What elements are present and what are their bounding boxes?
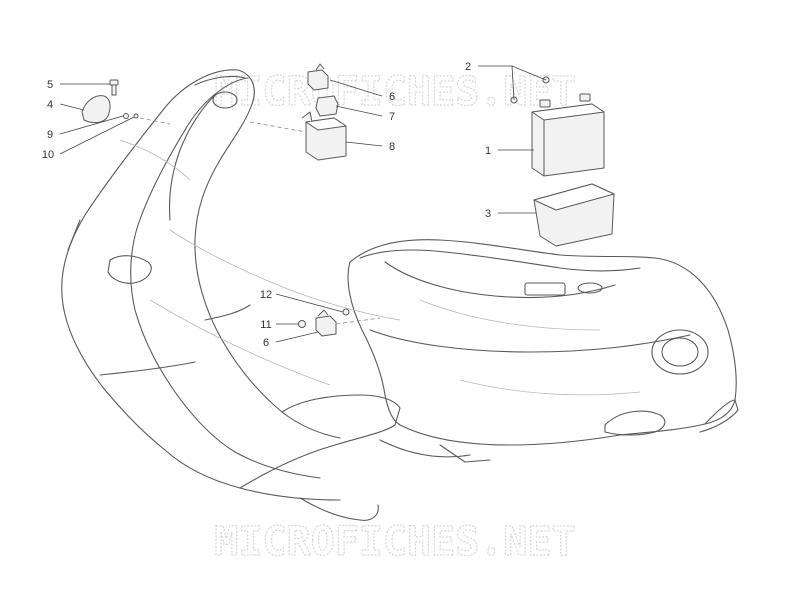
leader-6b <box>275 331 319 343</box>
hidden-line-5 <box>119 139 191 181</box>
leader-6a <box>329 79 383 97</box>
relay-bracket <box>315 95 339 117</box>
floor-tunnel <box>281 394 401 413</box>
hidden-line-1 <box>169 229 401 321</box>
hidden-line-4 <box>459 379 641 396</box>
relay-upper <box>307 63 329 91</box>
parts <box>81 63 615 337</box>
leader-7 <box>335 105 383 117</box>
watermark-bottom: MICROFICHES.NET <box>214 519 575 565</box>
washer-9 <box>123 113 129 119</box>
callout-10: 10 <box>42 149 54 161</box>
callout-9: 9 <box>47 129 53 141</box>
shield-side-edge <box>67 219 81 251</box>
floorboard <box>239 407 401 489</box>
callout-6-lower: 6 <box>263 337 269 349</box>
battery-terminal-a <box>539 99 551 108</box>
relay-lower <box>315 309 337 337</box>
washer-10 <box>133 113 139 119</box>
seat-compartment-rim <box>359 249 641 272</box>
neck-panel-line <box>204 304 251 321</box>
headset-opening <box>212 91 238 109</box>
relay-lower-tab <box>317 309 329 317</box>
connector-block-top <box>305 117 347 131</box>
callout-8: 8 <box>389 141 395 153</box>
seat-compartment-inner <box>384 261 616 299</box>
headset-top <box>194 75 246 86</box>
shield-front-detail <box>107 255 152 284</box>
rear-end-flange <box>699 399 739 433</box>
leader-10 <box>59 116 135 155</box>
steering-neck-inner <box>168 94 216 221</box>
callout-3: 3 <box>485 208 491 220</box>
connector-block-lug <box>301 111 313 123</box>
relay-upper-tab <box>315 63 325 71</box>
rear-body-midline <box>369 329 691 353</box>
leader-2 <box>478 65 547 101</box>
callout-6-upper: 6 <box>389 91 395 103</box>
compartment-hole <box>577 282 603 294</box>
scooter-frame <box>61 69 739 521</box>
rear-light-recess <box>604 410 666 436</box>
rubber-cap <box>81 95 111 124</box>
screw-11 <box>298 320 306 328</box>
callout-12: 12 <box>260 289 272 301</box>
nut-12 <box>342 308 350 316</box>
callout-7: 7 <box>389 111 395 123</box>
battery-tray-slot <box>524 282 566 296</box>
battery-tray <box>533 183 615 247</box>
leader-9 <box>59 115 124 135</box>
install-line-relay <box>335 317 381 325</box>
leader-4 <box>59 103 85 111</box>
callout-4: 4 <box>47 99 53 111</box>
install-line-connector <box>249 121 307 133</box>
front-shield-inner <box>130 77 321 479</box>
connector-block <box>301 111 347 161</box>
install-lines <box>139 117 381 325</box>
rear-body-outer <box>349 239 737 436</box>
battery-terminal-b <box>579 93 591 102</box>
callout-2: 2 <box>465 61 471 73</box>
frame-strut-2 <box>439 444 491 463</box>
install-line-cap <box>139 117 171 125</box>
rear-body-lower <box>347 261 621 446</box>
battery <box>531 93 605 177</box>
callouts: 1 2 3 4 5 6 6 7 8 9 10 11 12 <box>42 61 547 349</box>
hidden-lines <box>119 139 641 396</box>
screw-shank <box>111 84 117 96</box>
front-shield-outer <box>61 69 341 501</box>
screw-head <box>109 79 119 86</box>
callout-5: 5 <box>47 79 53 91</box>
hidden-line-3 <box>419 299 601 331</box>
leader-8 <box>345 141 383 147</box>
callout-leaders <box>59 65 547 343</box>
rear-round-recess <box>651 329 709 375</box>
watermark-top: MICROFICHES.NET <box>214 69 575 115</box>
relay-upper-body <box>307 69 329 91</box>
callout-11: 11 <box>260 319 271 331</box>
battery-tray-rim <box>533 183 615 211</box>
shield-panel-line <box>99 361 196 376</box>
rear-round-inner <box>661 337 699 367</box>
leader-12 <box>275 293 344 313</box>
front-bottom-lip <box>299 497 379 521</box>
battery-top-face <box>531 103 605 121</box>
relay-lower-body <box>315 315 337 337</box>
hidden-line-2 <box>149 299 331 386</box>
callout-1: 1 <box>485 145 491 157</box>
screw <box>109 79 119 96</box>
frame-strut-1 <box>379 439 471 458</box>
